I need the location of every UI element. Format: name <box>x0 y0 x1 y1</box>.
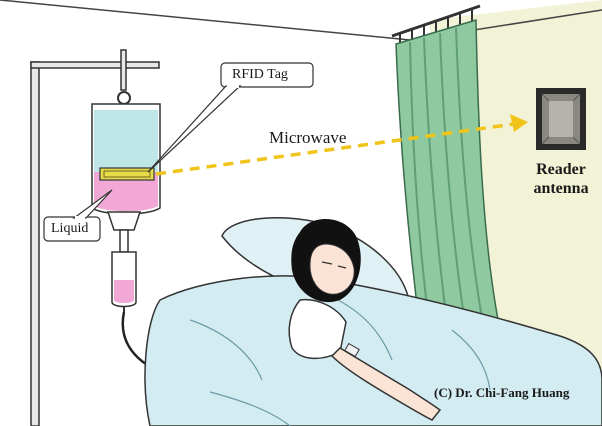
liquid-label: Liquid <box>51 222 88 236</box>
reader-label-line2: antenna <box>522 179 600 198</box>
copyright-credit: (C) Dr. Chi-Fang Huang <box>434 386 569 399</box>
reader-antenna-icon <box>536 88 586 150</box>
rfid-tag-label: RFID Tag <box>232 68 288 82</box>
reader-label-line1: Reader <box>522 160 600 179</box>
rfid-tag-chip <box>100 168 154 180</box>
microwave-label: Microwave <box>269 129 346 146</box>
reader-antenna-label: Reader antenna <box>522 160 600 198</box>
iv-bag-icon <box>92 92 160 230</box>
